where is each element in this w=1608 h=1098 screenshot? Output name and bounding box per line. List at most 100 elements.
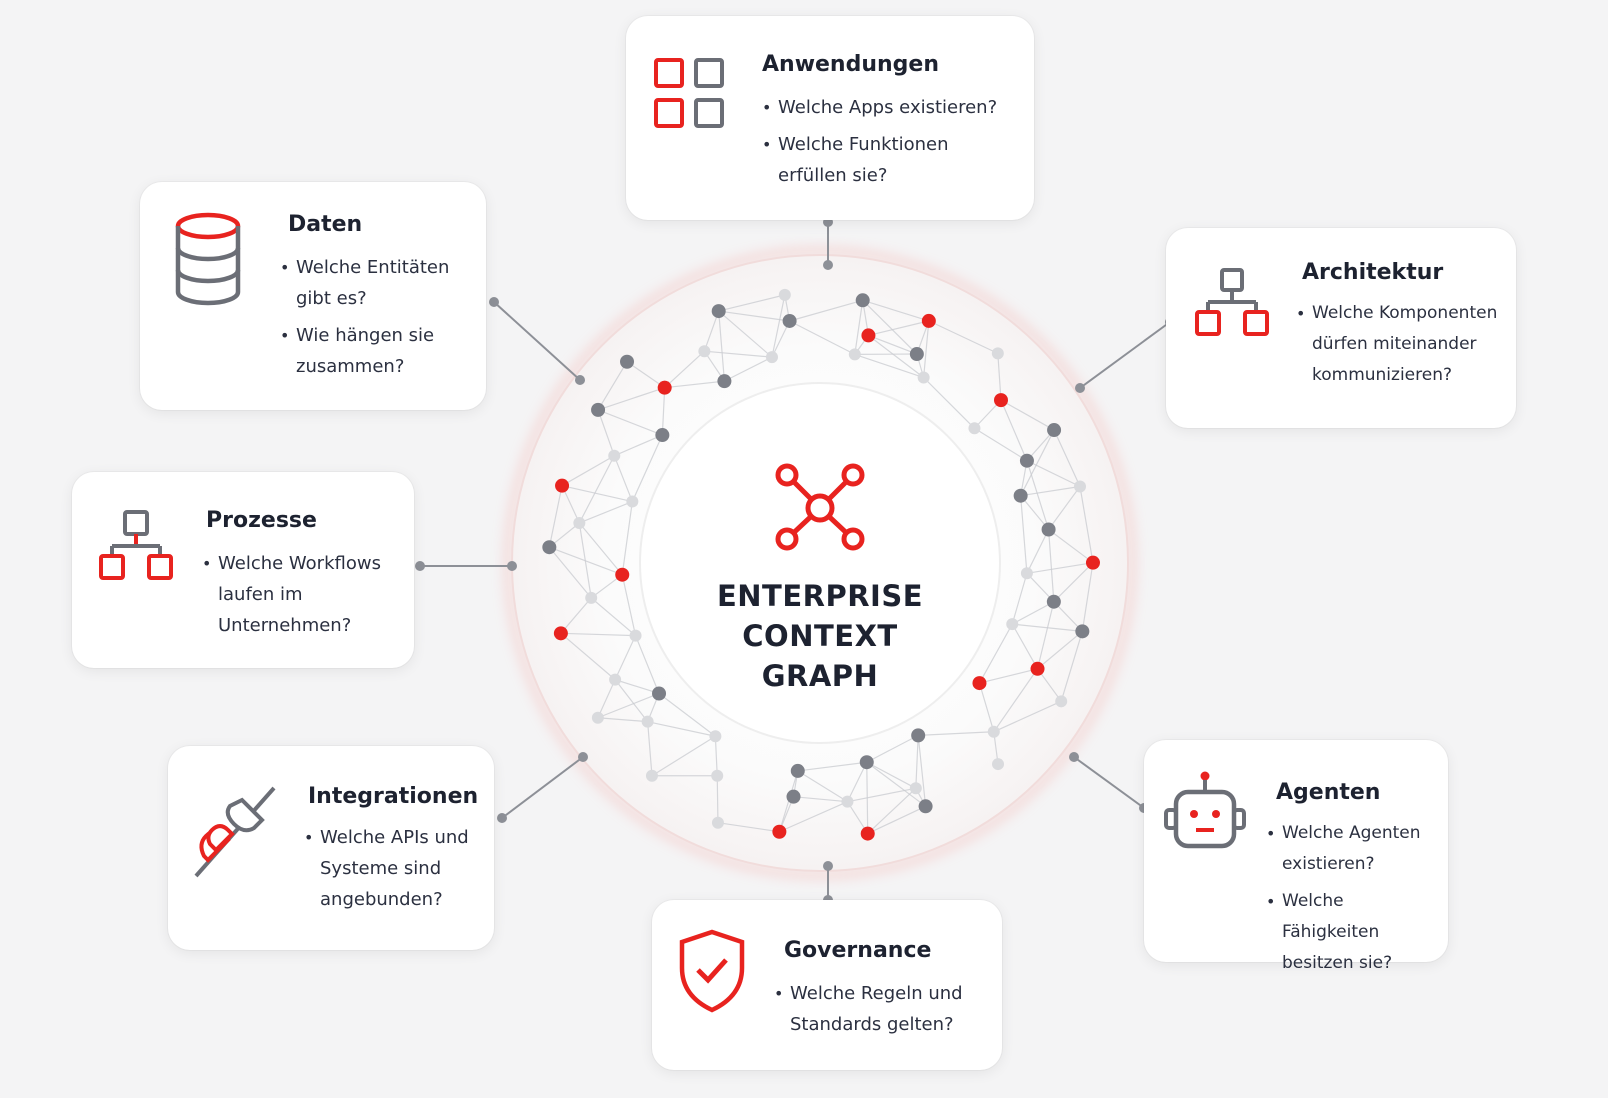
bullet-list: Welche Workflows laufen im Unternehmen? xyxy=(202,548,402,647)
network-edge xyxy=(1048,486,1081,530)
card-architektur: Architektur Welche Komponenten dürfen mi… xyxy=(1166,228,1516,428)
network-node xyxy=(542,540,557,555)
network-edge xyxy=(658,693,716,737)
network-edge xyxy=(978,682,995,732)
network-edge xyxy=(846,761,868,802)
network-node xyxy=(555,478,570,493)
app-grid-icon xyxy=(654,58,724,128)
network-node xyxy=(652,686,667,701)
network-edge xyxy=(1000,399,1055,431)
network-edge xyxy=(918,731,994,736)
network-node xyxy=(861,328,876,343)
center-title-line-1: ENTERPRISE xyxy=(716,579,924,613)
bullet-item: Welche Agenten existieren? xyxy=(1266,818,1442,880)
card-title: Agenten xyxy=(1276,780,1381,805)
network-edge xyxy=(560,632,616,681)
network-edge xyxy=(578,522,592,598)
connector-dot xyxy=(497,813,507,823)
connector-dot xyxy=(823,861,833,871)
network-edge xyxy=(714,736,718,776)
network-edge xyxy=(1047,529,1055,602)
network-edge xyxy=(717,822,780,833)
connector-line xyxy=(501,756,584,819)
connector-line xyxy=(493,301,581,381)
network-node xyxy=(992,758,1005,771)
network-node xyxy=(620,354,635,369)
card-agenten: Agenten Welche Agenten existieren? Welch… xyxy=(1144,740,1448,973)
network-edge xyxy=(590,597,636,637)
network-edge xyxy=(1011,601,1055,625)
network-node xyxy=(591,402,606,417)
bullet-item: Welche APIs und Systeme sind angebunden? xyxy=(304,822,484,915)
network-node xyxy=(1006,618,1019,631)
network-edge xyxy=(703,310,720,352)
network-node xyxy=(1041,522,1056,537)
network-edge xyxy=(626,361,666,389)
network-edge xyxy=(868,334,925,378)
network-edge xyxy=(597,387,665,411)
network-edge xyxy=(974,427,1028,462)
network-edge xyxy=(866,761,917,789)
network-node xyxy=(717,374,732,389)
network-node xyxy=(655,428,670,443)
network-node xyxy=(855,293,870,308)
network-node xyxy=(1055,695,1068,708)
network-node xyxy=(987,725,1000,738)
network-edge xyxy=(1036,601,1055,669)
network-edge xyxy=(847,787,916,803)
network-edge xyxy=(928,320,999,354)
network-edge xyxy=(597,409,663,436)
network-edge xyxy=(917,735,927,807)
network-edge xyxy=(614,679,660,695)
network-node xyxy=(553,626,568,641)
network-node xyxy=(1020,567,1033,580)
network-edge xyxy=(923,320,930,378)
network-edge xyxy=(597,679,616,718)
bullet-list: Welche Apps existieren? Welche Funktione… xyxy=(762,92,1022,197)
network-node xyxy=(917,371,930,384)
network-edge xyxy=(1011,573,1028,625)
network-edge xyxy=(1020,429,1055,496)
network-edge xyxy=(1053,562,1094,603)
bullet-item: Welche Komponenten dürfen miteinander ko… xyxy=(1296,298,1506,391)
connector-dot xyxy=(575,375,585,385)
connector-dot xyxy=(415,561,425,571)
connector-dot xyxy=(1069,752,1079,762)
network-edge xyxy=(779,801,848,833)
network-node xyxy=(1046,594,1061,609)
network-edge xyxy=(866,761,926,807)
network-node xyxy=(609,673,622,686)
network-edge xyxy=(561,455,615,487)
bullet-item: Welche Funktionen erfüllen sie? xyxy=(762,129,1022,191)
network-edge xyxy=(613,455,633,502)
hierarchy-icon xyxy=(1195,268,1269,336)
network-edge xyxy=(993,700,1062,733)
network-edge xyxy=(797,761,867,772)
network-edge xyxy=(1026,460,1081,488)
connector-line xyxy=(1079,321,1171,389)
network-edge xyxy=(561,485,633,503)
network-edge xyxy=(664,380,725,389)
card-anwendungen: Anwendungen Welche Apps existieren? Welc… xyxy=(626,16,1034,220)
network-node xyxy=(1075,624,1090,639)
network-node xyxy=(711,816,724,829)
network-edge xyxy=(718,310,790,322)
network-node xyxy=(711,304,726,319)
network-edge xyxy=(1020,495,1028,574)
network-edge xyxy=(621,574,637,636)
network-edge xyxy=(1081,562,1094,632)
network-node xyxy=(698,345,711,358)
network-edge xyxy=(1026,529,1050,574)
card-title: Governance xyxy=(784,938,932,963)
network-node xyxy=(585,591,598,604)
card-governance: Governance Welche Regeln und Standards g… xyxy=(652,900,1002,1070)
network-edge xyxy=(597,409,615,456)
network-node xyxy=(911,728,926,743)
network-edge xyxy=(1020,495,1050,530)
network-edge xyxy=(1011,623,1039,670)
shield-check-icon xyxy=(679,929,745,1013)
network-edge xyxy=(661,387,666,436)
network-edge xyxy=(1048,529,1094,564)
network-node xyxy=(573,516,586,529)
